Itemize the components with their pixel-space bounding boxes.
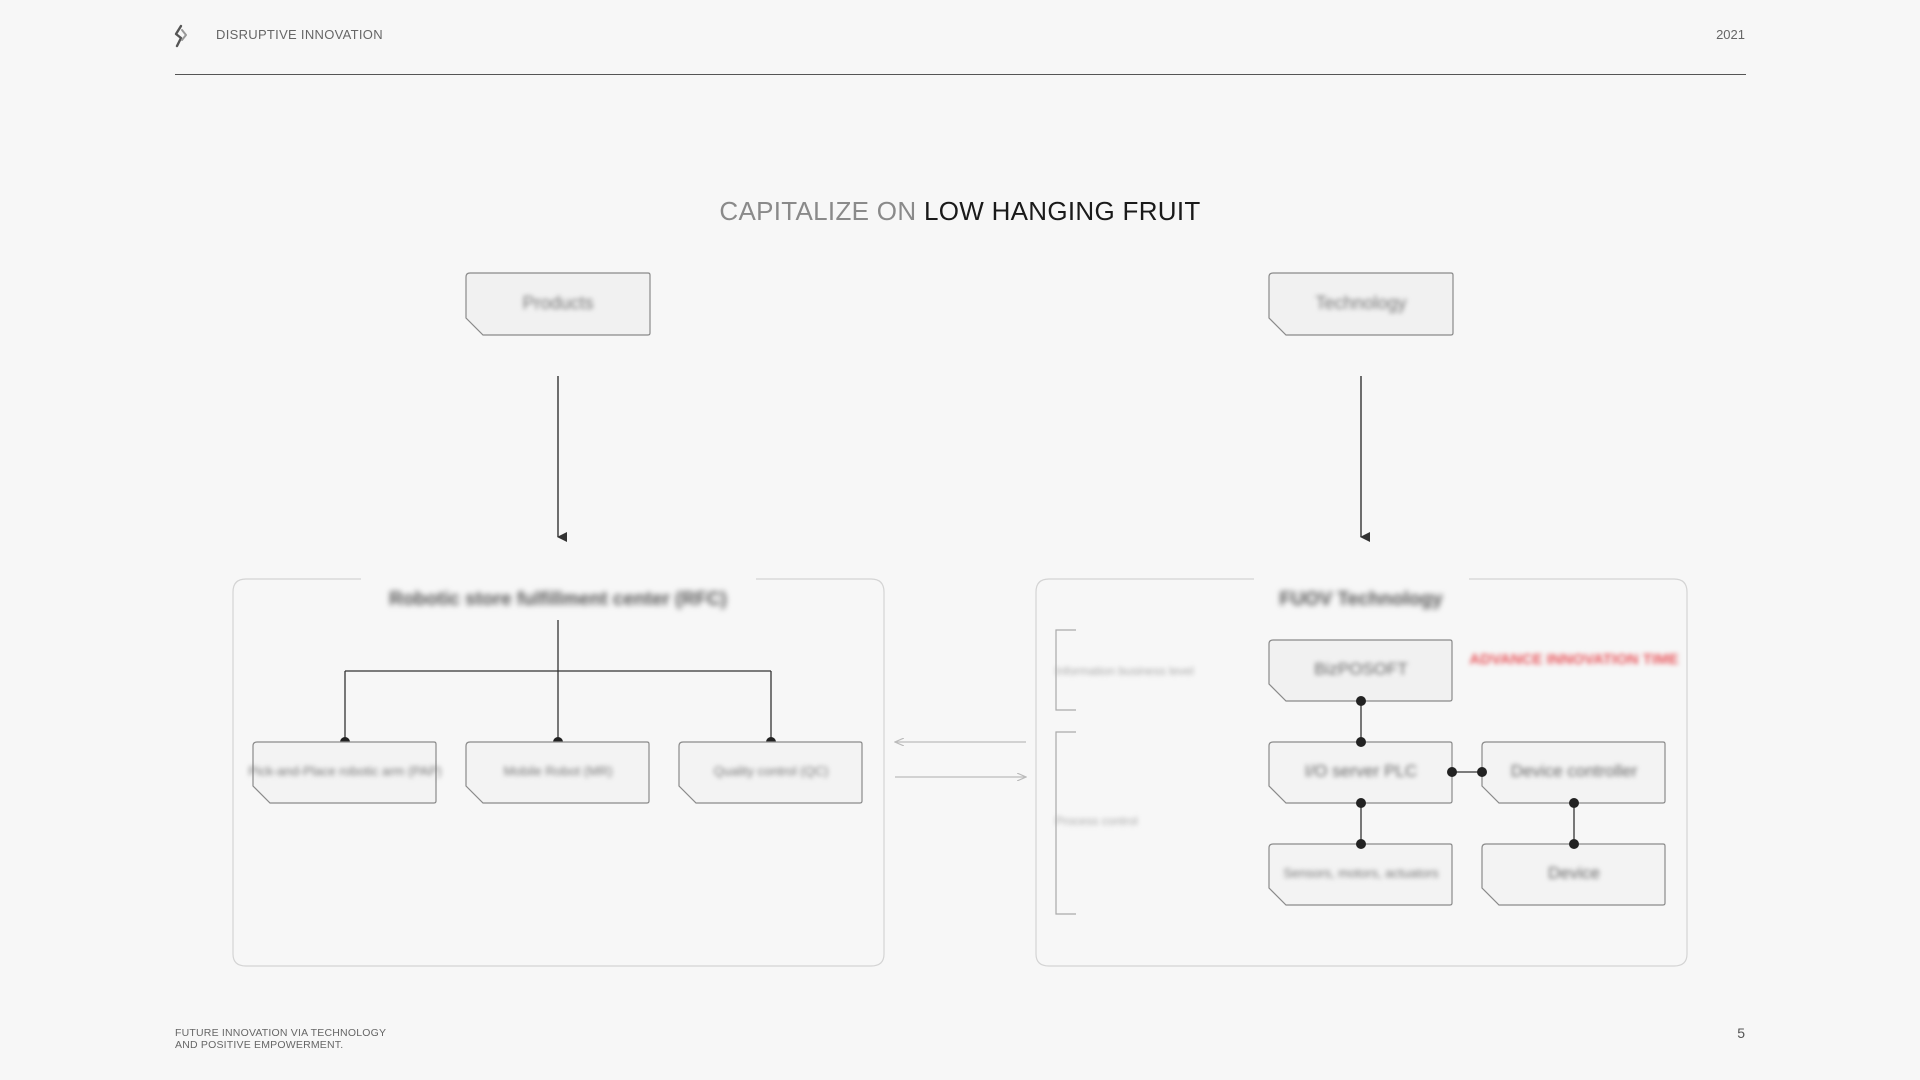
right-connector-dot bbox=[1569, 798, 1579, 808]
left-child-box: Pick-and-Place robotic arm (PAP) bbox=[248, 741, 442, 804]
side-label-lower: Process control bbox=[1055, 814, 1138, 828]
left-group-frame bbox=[232, 578, 885, 967]
node-sensors-label: Sensors, motors, actuators bbox=[1283, 865, 1439, 880]
right-connector-dot bbox=[1447, 767, 1457, 777]
left-top-box-label: Products bbox=[522, 293, 593, 313]
bracket-upper bbox=[1055, 629, 1076, 711]
node-sensors: Sensors, motors, actuators bbox=[1268, 843, 1453, 906]
left-child-label: Mobile Robot (MR) bbox=[503, 763, 612, 778]
node-device: Device bbox=[1481, 843, 1666, 906]
footer-line-2: AND POSITIVE EMPOWERMENT. bbox=[175, 1039, 344, 1051]
node-device-label: Device bbox=[1548, 863, 1600, 882]
left-child-label: Quality control (QC) bbox=[714, 763, 829, 778]
bracket-lower bbox=[1055, 731, 1076, 915]
header-year: 2021 bbox=[1716, 27, 1745, 42]
node-top: BizPOSOFT bbox=[1268, 639, 1453, 702]
side-label-upper: Information business level bbox=[1055, 664, 1194, 678]
right-group-frame bbox=[1035, 578, 1688, 967]
header-brand: DISRUPTIVE INNOVATION bbox=[216, 27, 383, 42]
title-dark: LOW HANGING FRUIT bbox=[923, 196, 1201, 226]
right-connector-dot bbox=[1356, 696, 1366, 706]
right-top-box: Technology bbox=[1268, 272, 1454, 336]
right-group-title: FUOV Technology bbox=[1279, 589, 1443, 610]
left-child-label: Pick-and-Place robotic arm (PAP) bbox=[248, 763, 441, 778]
right-top-box-label: Technology bbox=[1315, 293, 1406, 313]
right-connector-dot bbox=[1356, 737, 1366, 747]
footer-tagline: FUTURE INNOVATION VIA TECHNOLOGY AND POS… bbox=[175, 1027, 386, 1051]
right-connector-dot bbox=[1356, 798, 1366, 808]
header-divider bbox=[175, 74, 1746, 75]
brand-logo-icon bbox=[174, 24, 187, 48]
left-tree-connectors bbox=[344, 620, 772, 741]
left-child-box: Mobile Robot (MR) bbox=[465, 741, 650, 804]
right-connector-dot bbox=[1477, 767, 1487, 777]
footer-line-1: FUTURE INNOVATION VIA TECHNOLOGY bbox=[175, 1027, 387, 1039]
node-device-controller: Device controller bbox=[1481, 741, 1666, 804]
node-plc: I/O server PLC bbox=[1268, 741, 1453, 804]
red-note: ADVANCE INNOVATION TIME bbox=[1469, 651, 1678, 668]
title-light: CAPITALIZE ON bbox=[719, 196, 924, 226]
left-top-box: Products bbox=[465, 272, 651, 336]
page-title: CAPITALIZE ON LOW HANGING FRUIT bbox=[0, 196, 1920, 227]
page-number: 5 bbox=[1737, 1025, 1745, 1041]
node-top-label: BizPOSOFT bbox=[1314, 659, 1408, 678]
right-connector-dot bbox=[1356, 839, 1366, 849]
node-plc-label: I/O server PLC bbox=[1305, 761, 1417, 780]
node-device-controller-label: Device controller bbox=[1511, 761, 1638, 780]
left-child-box: Quality control (QC) bbox=[678, 741, 863, 804]
left-group-title: Robotic store fulfillment center (RFC) bbox=[389, 589, 727, 610]
right-connector-dot bbox=[1569, 839, 1579, 849]
